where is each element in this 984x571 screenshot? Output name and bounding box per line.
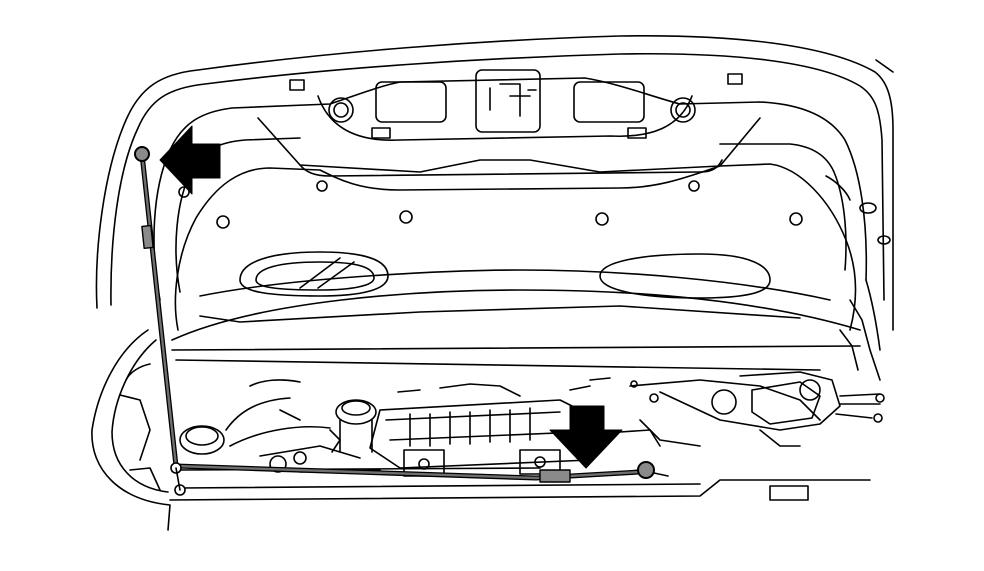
- rod-sleeve-upper: [141, 224, 154, 250]
- left-fender: [91, 329, 171, 531]
- right-fender: [825, 175, 891, 381]
- rod-grommet-upper: [134, 146, 150, 162]
- arrow-down-icon: [549, 405, 623, 469]
- engine-compartment: [169, 371, 885, 501]
- arrow-left-icon: [159, 125, 221, 195]
- hood-prop-rod: [139, 151, 643, 481]
- hood-outer-panel: [95, 34, 894, 331]
- rod-sleeve-lower: [539, 469, 571, 483]
- rod-grommet-lower: [637, 461, 655, 479]
- cowl-edge: [171, 289, 861, 371]
- hood-insulation-pad: [174, 163, 857, 331]
